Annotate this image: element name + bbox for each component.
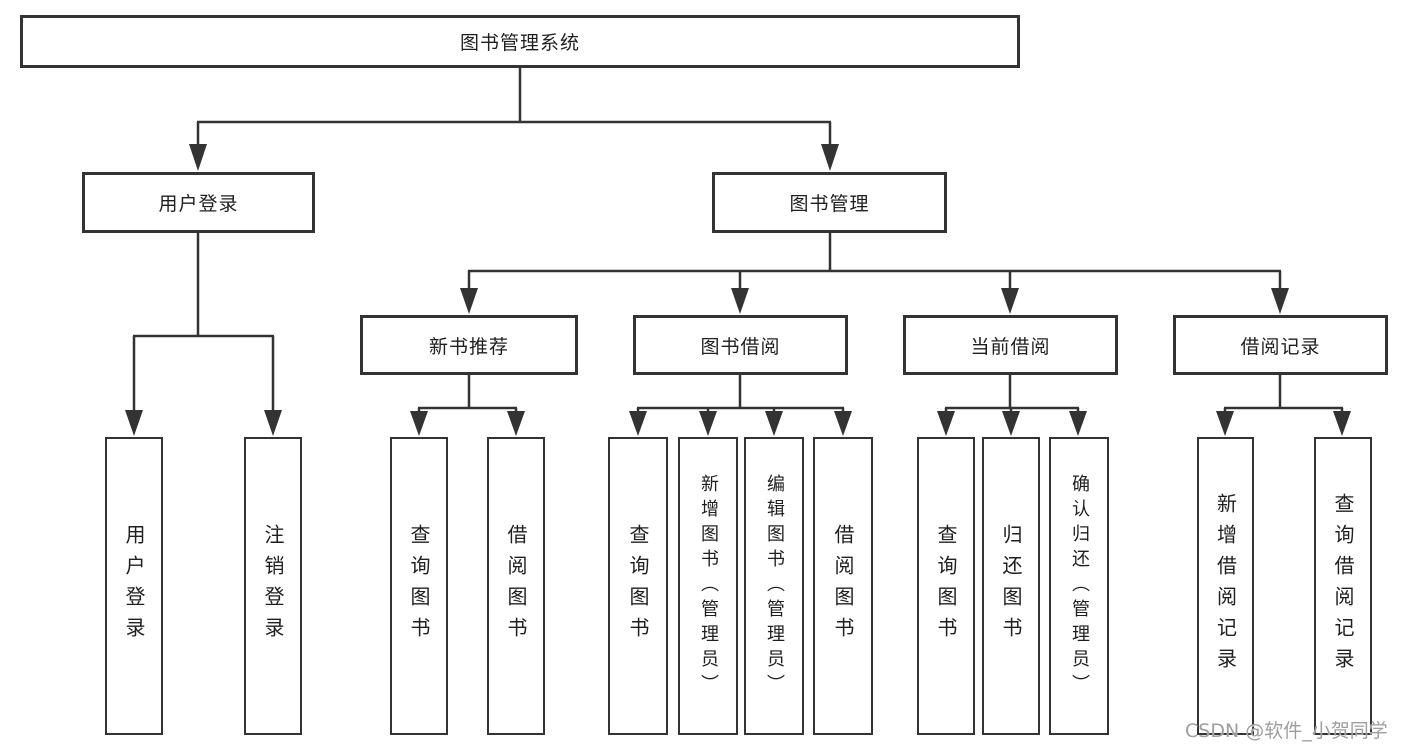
- node-library-management-system: 图书管理系统: [20, 15, 1020, 68]
- csdn-watermark: CSDN @软件_小贺同学: [1185, 720, 1388, 742]
- leaf-confirm-return-admin: 确认归还（管理员）: [1049, 437, 1109, 735]
- leaf-label: 借阅图书: [831, 524, 855, 648]
- node-book-management: 图书管理: [712, 172, 947, 233]
- node-current-borrow: 当前借阅: [903, 315, 1118, 375]
- leaf-borrow-books: 借阅图书: [487, 437, 545, 735]
- leaf-label: 查询借阅记录: [1331, 493, 1355, 679]
- leaf-label: 新增图书（管理员）: [698, 473, 719, 699]
- leaf-label: 查询图书: [407, 524, 431, 648]
- leaf-label: 归还图书: [999, 524, 1023, 648]
- node-new-book-recommend: 新书推荐: [360, 315, 578, 375]
- leaf-query-books: 查询图书: [390, 437, 448, 735]
- leaf-label: 查询图书: [934, 524, 958, 648]
- leaf-label: 注销登录: [261, 524, 285, 648]
- node-book-borrow: 图书借阅: [633, 315, 848, 375]
- leaf-edit-books-admin: 编辑图书（管理员）: [744, 437, 804, 735]
- leaf-label: 用户登录: [122, 524, 146, 648]
- node-user-login: 用户登录: [82, 172, 315, 233]
- leaf-query-borrow-record: 查询借阅记录: [1314, 437, 1372, 735]
- leaf-label: 查询图书: [626, 524, 650, 648]
- leaf-borrow-books: 借阅图书: [813, 437, 873, 735]
- leaf-return-books: 归还图书: [982, 437, 1040, 735]
- leaf-label: 新增借阅记录: [1213, 493, 1238, 679]
- leaf-label: 编辑图书（管理员）: [764, 473, 785, 699]
- leaf-label: 确认归还（管理员）: [1069, 473, 1090, 699]
- leaf-query-books: 查询图书: [608, 437, 668, 735]
- leaf-query-books: 查询图书: [917, 437, 975, 735]
- leaf-add-borrow-record: 新增借阅记录: [1197, 437, 1254, 735]
- node-borrow-records: 借阅记录: [1173, 315, 1388, 375]
- leaf-add-books-admin: 新增图书（管理员）: [678, 437, 738, 735]
- leaf-label: 借阅图书: [504, 524, 528, 648]
- leaf-logout: 注销登录: [244, 437, 302, 735]
- leaf-user-login: 用户登录: [105, 437, 163, 735]
